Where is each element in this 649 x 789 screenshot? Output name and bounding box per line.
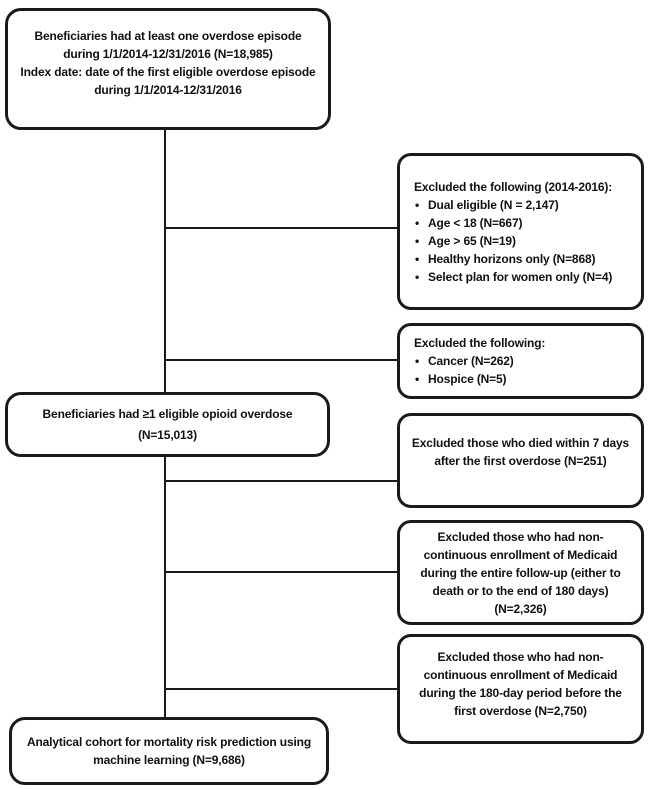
box-excluded-cancer-hospice: Excluded the following: Cancer (N=262) H… [397, 323, 644, 399]
connector-branch-exclusion-3 [165, 480, 400, 482]
connector-branch-exclusion-2 [165, 359, 400, 361]
connector-branch-exclusion-1 [165, 227, 400, 229]
box-analytical-cohort: Analytical cohort for mortality risk pre… [9, 717, 329, 785]
exclusion-item: Dual eligible (N = 2,147) [414, 196, 612, 214]
exclusion-list: Dual eligible (N = 2,147) Age < 18 (N=66… [414, 196, 612, 286]
box-text: Excluded those who had non-continuous en… [420, 529, 621, 616]
box-text: Beneficiaries had ≥1 eligible opioid ove… [42, 407, 293, 421]
box-text: Analytical cohort for mortality risk pre… [26, 735, 312, 767]
exclusion-item: Hospice (N=5) [414, 370, 514, 388]
exclusion-item: Cancer (N=262) [414, 352, 514, 370]
exclusion-item: Age > 65 (N=19) [414, 232, 612, 250]
connector-branch-exclusion-4 [165, 571, 400, 573]
box-count: (N=15,013) [138, 428, 197, 442]
exclusion-header: Excluded the following (2014-2016): [414, 179, 613, 194]
box-text: Beneficiaries had at least one overdose … [34, 29, 302, 61]
exclusion-item: Healthy horizons only (N=868) [414, 250, 612, 268]
box-text: Excluded those who had non-continuous en… [419, 650, 622, 718]
box-excluded-died-7-days: Excluded those who died within 7 days af… [397, 413, 644, 508]
box-excluded-2014-2016: Excluded the following (2014-2016): Dual… [397, 153, 644, 310]
box-excluded-noncontinuous-followup: Excluded those who had non-continuous en… [397, 520, 644, 625]
box-eligible-opioid-overdose: Beneficiaries had ≥1 eligible opioid ove… [5, 392, 330, 457]
box-text: Index date: date of the first eligible o… [20, 65, 316, 97]
box-overdose-episodes: Beneficiaries had at least one overdose … [5, 8, 331, 130]
box-text: Excluded those who died within 7 days af… [411, 435, 630, 468]
exclusion-item: Age < 18 (N=667) [414, 214, 612, 232]
exclusion-header: Excluded the following: [414, 336, 546, 350]
connector-branch-exclusion-5 [165, 688, 400, 690]
box-excluded-noncontinuous-180day: Excluded those who had non-continuous en… [397, 634, 644, 744]
exclusion-item: Select plan for women only (N=4) [414, 268, 612, 286]
exclusion-list: Cancer (N=262) Hospice (N=5) [414, 352, 514, 388]
